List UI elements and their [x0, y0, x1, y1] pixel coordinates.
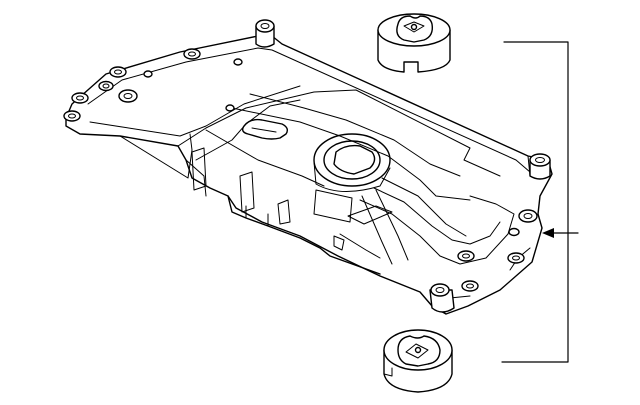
subframe-crossmember — [63, 19, 553, 315]
callout-bracket — [501, 41, 569, 363]
upper-bushing — [377, 13, 451, 73]
callout-arrow — [542, 228, 579, 238]
lower-bushing — [383, 329, 453, 393]
